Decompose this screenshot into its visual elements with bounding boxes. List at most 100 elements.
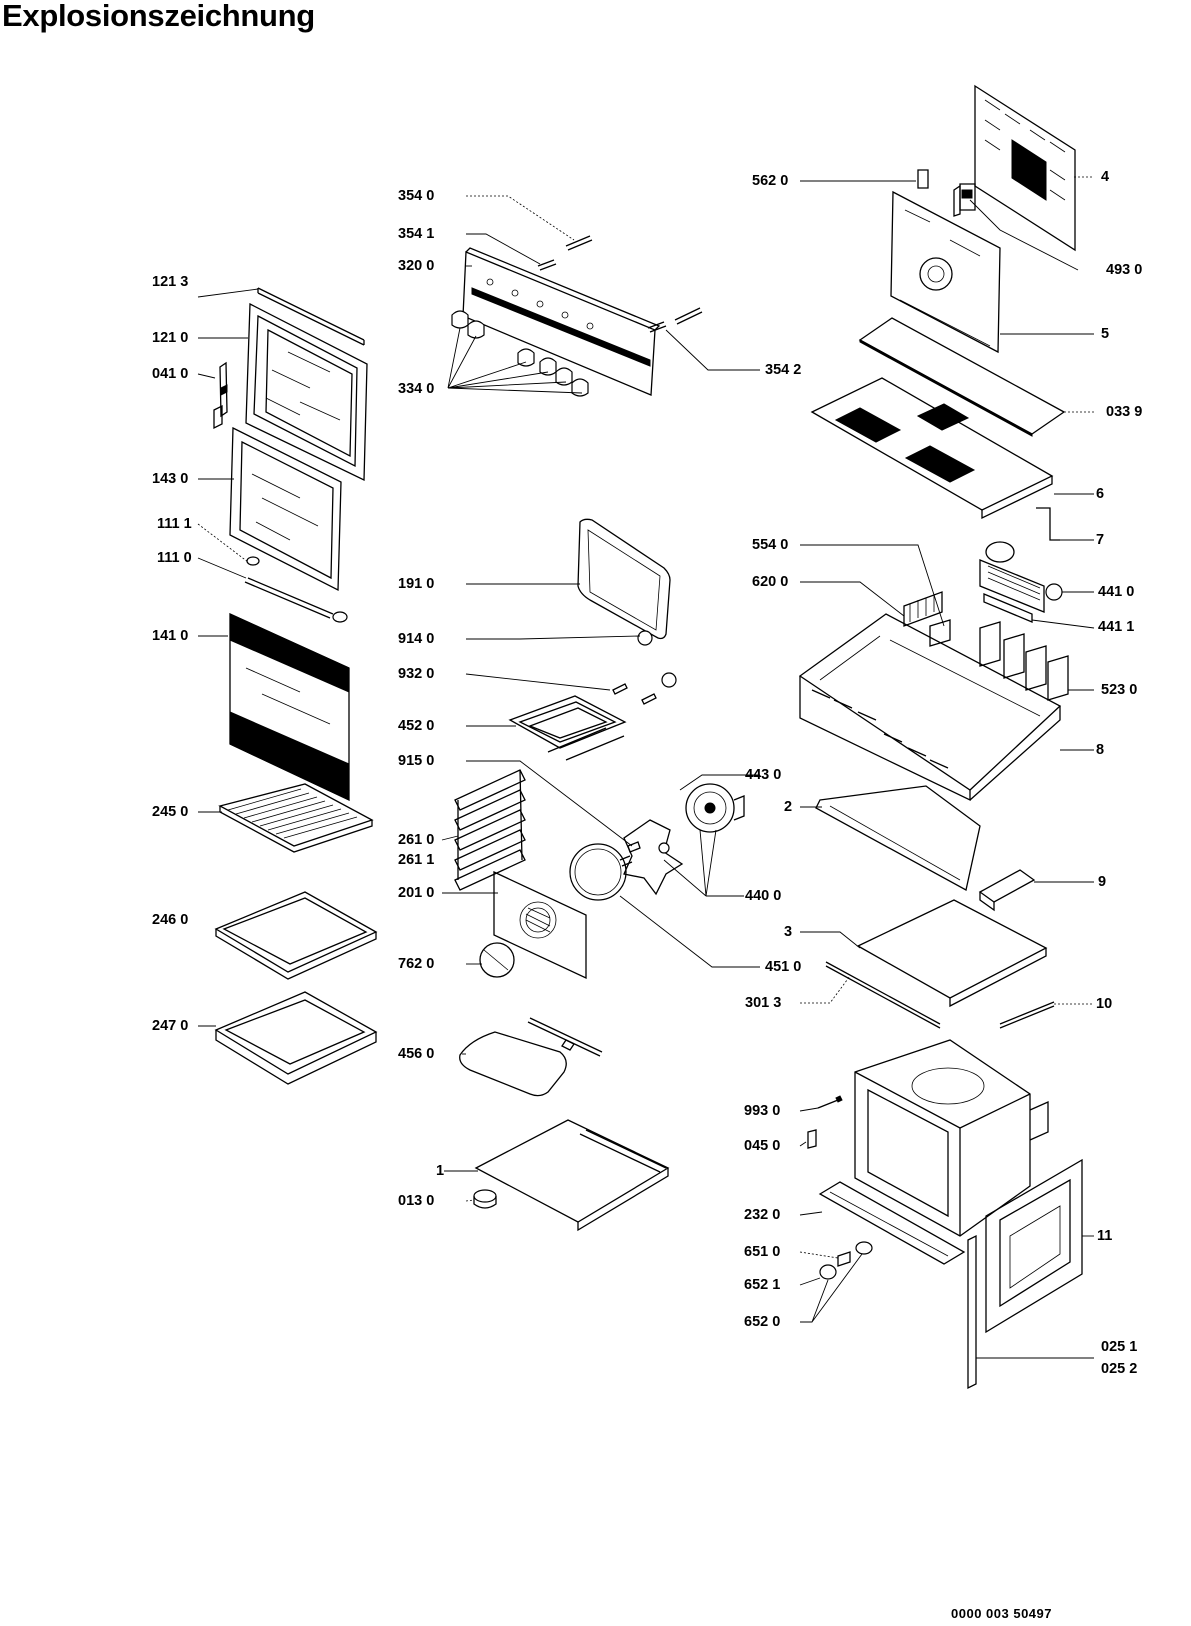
part-label-4: 4 xyxy=(1101,169,1110,185)
bottom-trim-part xyxy=(820,1182,964,1264)
part-label-033-9: 033 9 xyxy=(1106,404,1143,420)
document-number: 0000 003 50497 xyxy=(951,1606,1052,1621)
deep-tray-part xyxy=(216,992,376,1084)
door-top-strip-part xyxy=(258,288,364,345)
part-label-1: 1 xyxy=(436,1163,445,1179)
part-label-025-1: 025 1 xyxy=(1101,1339,1138,1355)
top-cover-part xyxy=(812,378,1052,518)
screw-part xyxy=(818,1096,842,1108)
part-label-451-0: 451 0 xyxy=(765,959,802,975)
part-label-562-0: 562 0 xyxy=(752,173,789,189)
part-label-523-0: 523 0 xyxy=(1101,682,1138,698)
part-label-10: 10 xyxy=(1096,996,1113,1012)
terminal-block-part xyxy=(954,184,975,216)
part-label-441-0: 441 0 xyxy=(1098,584,1135,600)
front-frame-part xyxy=(986,1160,1082,1332)
part-label-441-1: 441 1 xyxy=(1098,619,1135,635)
part-label-443-0: 443 0 xyxy=(745,767,782,783)
part-label-2: 2 xyxy=(784,799,793,815)
part-label-245-0: 245 0 xyxy=(152,804,189,820)
side-rails-part xyxy=(455,770,525,890)
small-bracket-part xyxy=(1036,508,1060,540)
part-label-301-3: 301 3 xyxy=(745,995,782,1011)
part-label-111-1: 111 1 xyxy=(157,516,192,532)
grid-rack-part xyxy=(220,784,372,852)
small-plate-part xyxy=(980,870,1034,910)
door-inner-frame-part xyxy=(246,304,367,480)
part-label-121-3: 121 3 xyxy=(152,274,189,290)
leader-lines xyxy=(198,177,1094,1358)
page-title: Explosionszeichnung xyxy=(2,0,315,33)
part-label-111-0: 111 0 xyxy=(157,550,192,566)
part-label-6: 6 xyxy=(1096,486,1105,502)
lamp-cover-part xyxy=(480,943,514,977)
control-housing-part xyxy=(800,614,1060,800)
part-label-121-0: 121 0 xyxy=(152,330,189,346)
lamp-parts xyxy=(820,1242,872,1279)
foot-part xyxy=(474,1190,496,1208)
part-label-246-0: 246 0 xyxy=(152,912,189,928)
part-label-9: 9 xyxy=(1098,874,1107,890)
rear-wall-part xyxy=(891,170,1000,352)
part-label-141-0: 141 0 xyxy=(152,628,189,644)
part-label-013-0: 013 0 xyxy=(398,1193,435,1209)
part-label-651-0: 651 0 xyxy=(744,1244,781,1260)
part-label-914-0: 914 0 xyxy=(398,631,435,647)
part-label-652-0: 652 0 xyxy=(744,1314,781,1330)
tangential-fan-part xyxy=(980,542,1062,612)
part-label-261-1: 261 1 xyxy=(398,852,435,868)
control-knobs-part xyxy=(452,311,588,396)
part-label-143-0: 143 0 xyxy=(152,471,189,487)
fan-mount-part xyxy=(984,594,1032,622)
part-label-932-0: 932 0 xyxy=(398,666,435,682)
part-label-652-1: 652 1 xyxy=(744,1277,781,1293)
part-label-354-0: 354 0 xyxy=(398,188,435,204)
part-label-440-0: 440 0 xyxy=(745,888,782,904)
relay-block-part xyxy=(980,622,1068,700)
part-label-8: 8 xyxy=(1096,742,1105,758)
shelf-upper-part xyxy=(816,786,980,890)
back-panel-part xyxy=(975,86,1075,250)
part-label-201-0: 201 0 xyxy=(398,885,435,901)
part-label-620-0: 620 0 xyxy=(752,574,789,590)
part-label-7: 7 xyxy=(1096,532,1105,548)
part-label-025-2: 025 2 xyxy=(1101,1361,1138,1377)
part-label-493-0: 493 0 xyxy=(1106,262,1143,278)
part-label-247-0: 247 0 xyxy=(152,1018,189,1034)
part-label-554-0: 554 0 xyxy=(752,537,789,553)
nut-parts xyxy=(613,631,676,704)
part-label-11: 11 xyxy=(1097,1228,1113,1244)
door-handle-part xyxy=(245,557,347,622)
clip-part xyxy=(808,1130,816,1148)
door-outer-glass-part xyxy=(230,614,349,800)
part-label-452-0: 452 0 xyxy=(398,718,435,734)
thermostat-part xyxy=(930,620,950,646)
slider-rod-part xyxy=(1000,1002,1054,1028)
part-label-915-0: 915 0 xyxy=(398,753,435,769)
bottom-plate-part xyxy=(476,1120,668,1230)
fan-wheel-part xyxy=(624,820,682,894)
door-seal-part xyxy=(578,519,670,638)
part-label-354-2: 354 2 xyxy=(765,362,802,378)
part-label-354-1: 354 1 xyxy=(398,226,435,242)
part-label-762-0: 762 0 xyxy=(398,956,435,972)
door-inner-glass-part xyxy=(230,428,341,590)
part-label-261-0: 261 0 xyxy=(398,832,435,848)
oven-cavity-part xyxy=(855,1040,1048,1236)
part-label-5: 5 xyxy=(1101,326,1110,342)
part-label-045-0: 045 0 xyxy=(744,1138,781,1154)
control-panel-part xyxy=(463,248,659,395)
side-strip-part xyxy=(968,1236,976,1388)
spindle-parts xyxy=(538,236,702,332)
part-label-320-0: 320 0 xyxy=(398,258,435,274)
shelf-lower-part xyxy=(826,900,1046,1028)
part-label-232-0: 232 0 xyxy=(744,1207,781,1223)
door-hinge-part xyxy=(214,363,227,428)
part-label-456-0: 456 0 xyxy=(398,1046,435,1062)
fan-heater-ring-part xyxy=(570,844,632,900)
part-label-993-0: 993 0 xyxy=(744,1103,781,1119)
grill-heater-part xyxy=(510,696,625,760)
part-label-041-0: 041 0 xyxy=(152,366,189,382)
fan-motor-part xyxy=(686,784,744,832)
